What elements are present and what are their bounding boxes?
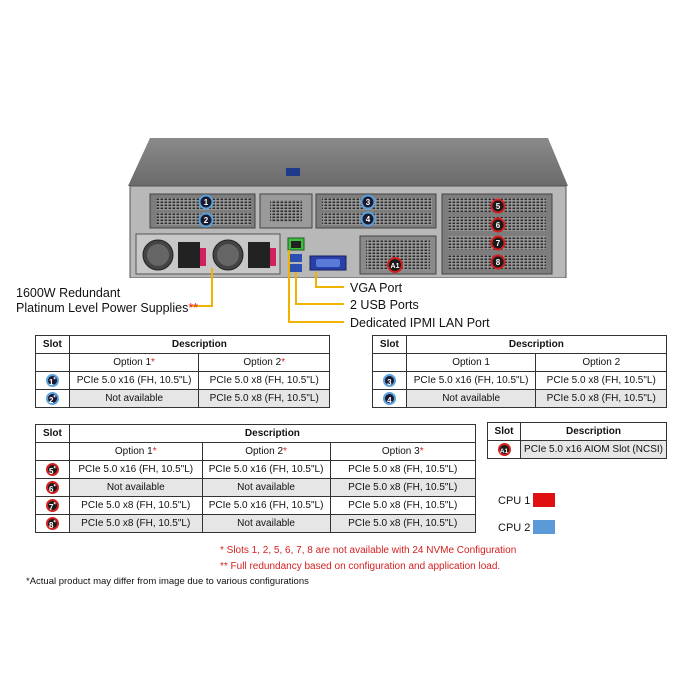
table-row: 4 Not available PCIe 5.0 x8 (FH, 10.5"L) xyxy=(372,389,667,408)
badge-slot-1: 1 xyxy=(198,194,214,210)
option-3-header: Option 3* xyxy=(329,442,476,461)
slot-header: Slot xyxy=(35,335,70,354)
cell-option-3: PCIe 5.0 x8 (FH, 10.5"L) xyxy=(329,496,476,515)
slot-badge: 7* xyxy=(45,499,59,512)
table-row: 1* PCIe 5.0 x16 (FH, 10.5"L) PCIe 5.0 x8… xyxy=(35,371,330,390)
callout-lines xyxy=(190,250,344,323)
cell-option-1: Not available xyxy=(68,389,200,408)
cell-option-3: PCIe 5.0 x8 (FH, 10.5"L) xyxy=(329,460,476,479)
usb-port-1 xyxy=(290,254,302,262)
option-2-header: Option 2* xyxy=(198,353,330,372)
note-redundancy: ** Full redundancy based on configuratio… xyxy=(220,561,501,572)
vga-callout-label: VGA Port xyxy=(350,281,403,295)
cell-option-1: Not available xyxy=(68,478,203,497)
psu-callout-line xyxy=(190,268,213,307)
vga-callout-line xyxy=(315,272,344,288)
table-row: 6* Not available Not available PCIe 5.0 … xyxy=(35,478,476,497)
note-nvme: * Slots 1, 2, 5, 6, 7, 8 are not availab… xyxy=(220,545,517,556)
slot-table-1: Slot Description Option 1* Option 2* 1* … xyxy=(35,335,331,408)
server-rear-view: 1 2 3 4 5 6 7 8 A1 xyxy=(128,138,568,278)
legend-cpu1-label: CPU 1 xyxy=(498,495,531,507)
badge-slot-a1: A1 xyxy=(387,257,403,273)
badge-slot-4: 4 xyxy=(360,211,376,227)
description-header: Description xyxy=(405,335,668,354)
slot-header: Slot xyxy=(487,422,521,441)
cell-option-3: PCIe 5.0 x8 (FH, 10.5"L) xyxy=(329,514,476,533)
psu-socket-2 xyxy=(248,242,270,268)
table-row: 3 PCIe 5.0 x16 (FH, 10.5"L) PCIe 5.0 x8 … xyxy=(372,371,667,390)
option-2-header: Option 2 xyxy=(535,353,667,372)
description-header: Description xyxy=(68,424,477,443)
ipmi-callout-line xyxy=(288,250,344,323)
badge-slot-3: 3 xyxy=(360,194,376,210)
slot-header: Slot xyxy=(35,424,70,443)
cell-option-2: PCIe 5.0 x8 (FH, 10.5"L) xyxy=(535,389,667,408)
svg-text:A1: A1 xyxy=(391,263,400,270)
cell-description: PCIe 5.0 x16 AIOM Slot (NCSI) xyxy=(520,440,667,459)
cell-option-2: PCIe 5.0 x8 (FH, 10.5"L) xyxy=(198,389,330,408)
psu-callout-label: 1600W Redundant Platinum Level Power Sup… xyxy=(16,286,199,315)
slot-header: Slot xyxy=(372,335,407,354)
legend-cpu2-swatch xyxy=(533,520,555,534)
slot-table-aiom: Slot Description A1 PCIe 5.0 x16 AIOM Sl… xyxy=(487,422,667,459)
badge-slot-7: 7 xyxy=(490,235,506,251)
slot-badge: 2* xyxy=(45,392,59,405)
chassis-label xyxy=(286,168,300,176)
cell-option-2: PCIe 5.0 x16 (FH, 10.5"L) xyxy=(201,460,331,479)
description-header: Description xyxy=(520,422,667,441)
slot-badge: A1 xyxy=(497,443,511,456)
badge-slot-2: 2 xyxy=(198,212,214,228)
legend-cpu1-swatch xyxy=(533,493,555,507)
cell-option-2: Not available xyxy=(201,478,331,497)
slot-badge: 5* xyxy=(45,463,59,476)
badge-slot-5: 5 xyxy=(490,198,506,214)
table-row: 7* PCIe 5.0 x8 (FH, 10.5"L) PCIe 5.0 x16… xyxy=(35,496,476,515)
description-header: Description xyxy=(68,335,331,354)
table-row: 8* PCIe 5.0 x8 (FH, 10.5"L) Not availabl… xyxy=(35,514,476,533)
cell-option-1: PCIe 5.0 x16 (FH, 10.5"L) xyxy=(68,460,203,479)
svg-text:2: 2 xyxy=(204,216,209,225)
table-row: 5* PCIe 5.0 x16 (FH, 10.5"L) PCIe 5.0 x1… xyxy=(35,460,476,479)
psu-socket-1 xyxy=(178,242,200,268)
usb-callout-line xyxy=(295,272,344,305)
badge-slot-8: 8 xyxy=(490,254,506,270)
table-row: A1 PCIe 5.0 x16 AIOM Slot (NCSI) xyxy=(487,440,667,459)
cell-option-1: PCIe 5.0 x16 (FH, 10.5"L) xyxy=(405,371,537,390)
slot-badge: 8* xyxy=(45,517,59,530)
slot-badge: 4 xyxy=(382,392,396,405)
svg-text:8: 8 xyxy=(496,258,501,267)
slot-badge: 6* xyxy=(45,481,59,494)
table-row: 2* Not available PCIe 5.0 x8 (FH, 10.5"L… xyxy=(35,389,330,408)
slot-table-2: Slot Description Option 1 Option 2 3 PCI… xyxy=(372,335,668,408)
slot-table-3: Slot Description Option 1* Option 2* Opt… xyxy=(35,424,477,533)
chassis-top xyxy=(128,138,568,186)
slot-badge: 3 xyxy=(382,374,396,387)
svg-text:5: 5 xyxy=(496,202,501,211)
cell-option-2: PCIe 5.0 x8 (FH, 10.5"L) xyxy=(198,371,330,390)
cell-option-2: PCIe 5.0 x8 (FH, 10.5"L) xyxy=(535,371,667,390)
usb-port-2 xyxy=(290,264,302,272)
disclaimer: *Actual product may differ from image du… xyxy=(26,576,309,587)
cell-option-2: Not available xyxy=(201,514,331,533)
cell-option-1: Not available xyxy=(405,389,537,408)
cell-option-1: PCIe 5.0 x16 (FH, 10.5"L) xyxy=(68,371,200,390)
svg-text:7: 7 xyxy=(496,239,501,248)
cell-option-1: PCIe 5.0 x8 (FH, 10.5"L) xyxy=(68,496,203,515)
svg-text:4: 4 xyxy=(366,215,371,224)
svg-text:1: 1 xyxy=(204,198,209,207)
cell-option-1: PCIe 5.0 x8 (FH, 10.5"L) xyxy=(68,514,203,533)
option-1-header: Option 1 xyxy=(405,353,537,372)
usb-callout-label: 2 USB Ports xyxy=(350,298,419,312)
badge-slot-6: 6 xyxy=(490,217,506,233)
legend-cpu2-label: CPU 2 xyxy=(498,522,531,534)
option-2-header: Option 2* xyxy=(201,442,331,461)
cell-option-3: PCIe 5.0 x8 (FH, 10.5"L) xyxy=(329,478,476,497)
option-1-header: Option 1* xyxy=(68,353,200,372)
svg-text:3: 3 xyxy=(366,198,371,207)
slot-badge: 1* xyxy=(45,374,59,387)
svg-text:6: 6 xyxy=(496,221,501,230)
option-1-header: Option 1* xyxy=(68,442,203,461)
ipmi-callout-label: Dedicated IPMI LAN Port xyxy=(350,316,490,330)
cell-option-2: PCIe 5.0 x16 (FH, 10.5"L) xyxy=(201,496,331,515)
